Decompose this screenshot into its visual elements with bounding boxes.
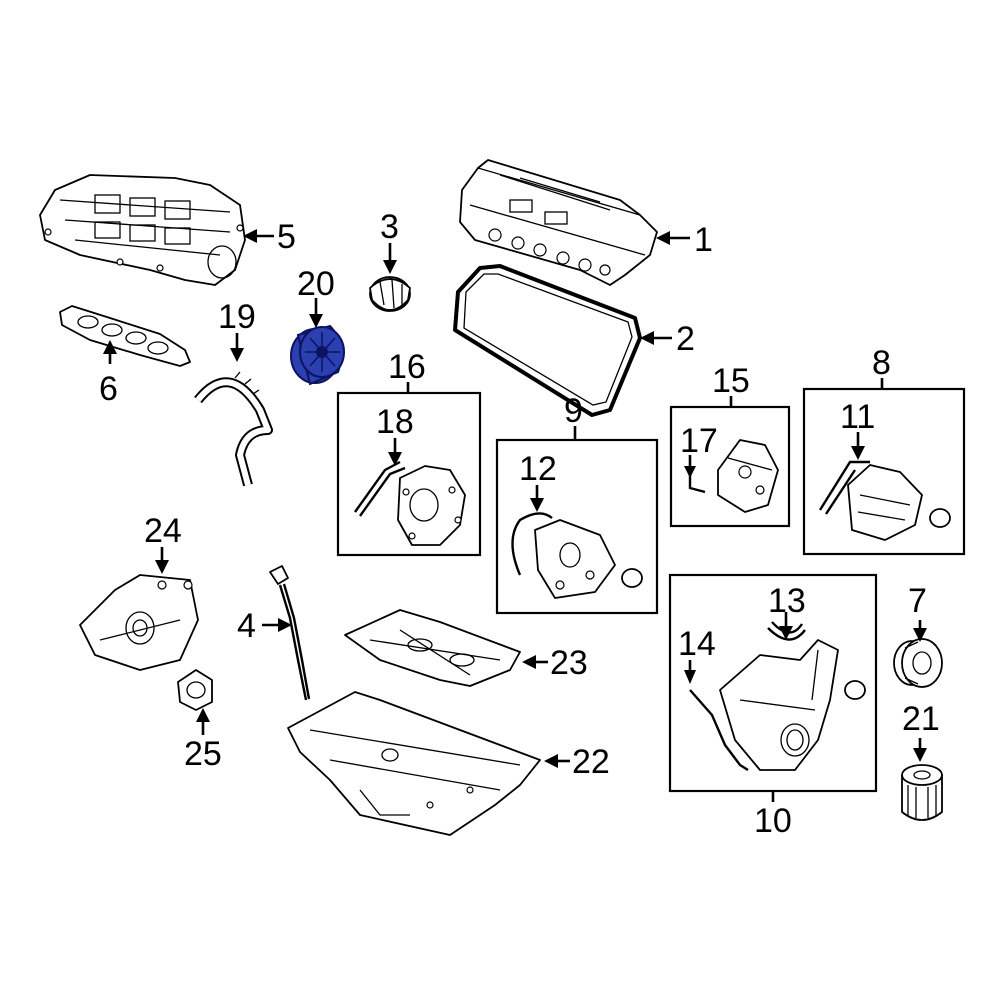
leader-20	[309, 298, 323, 328]
group-box-8	[802, 387, 966, 556]
callout-8: 8	[872, 344, 891, 382]
gasket-part-12[interactable]	[511, 512, 553, 576]
crank-pulley-part-7[interactable]	[893, 638, 943, 688]
callout-10: 10	[754, 802, 792, 840]
intake-manifold-part-5[interactable]	[39, 174, 246, 286]
callout-1: 1	[694, 221, 713, 259]
callout-17: 17	[680, 422, 718, 460]
leader-11	[851, 432, 865, 460]
intake-gasket-part-6[interactable]	[59, 305, 191, 367]
oil-filler-cap-part-3[interactable]	[369, 276, 411, 312]
leader-1	[656, 231, 690, 245]
callout-15: 15	[712, 362, 750, 400]
callout-3: 3	[380, 208, 399, 246]
callout-7: 7	[908, 582, 927, 620]
timing-cover-part-16[interactable]	[397, 465, 466, 546]
timing-cover-part-10[interactable]	[719, 639, 866, 771]
oil-filter-part-21[interactable]	[901, 764, 943, 821]
gasket-part-11[interactable]	[818, 460, 870, 515]
leader-25	[196, 708, 210, 735]
group-box-9	[495, 438, 659, 615]
callout-13: 13	[768, 582, 806, 620]
leader-18	[388, 438, 402, 466]
dipstick-part-4[interactable]	[269, 565, 311, 701]
leader-22	[544, 754, 570, 768]
callout-18: 18	[376, 403, 414, 441]
callout-16: 16	[388, 348, 426, 386]
callout-14: 14	[678, 625, 716, 663]
leader-3	[383, 243, 397, 274]
seal-part-14[interactable]	[689, 689, 749, 772]
callout-11: 11	[840, 398, 875, 436]
timing-cover-part-8[interactable]	[847, 464, 951, 541]
callout-12: 12	[519, 450, 557, 488]
timing-cover-part-9[interactable]	[534, 519, 643, 599]
leader-24	[155, 547, 169, 574]
leader-5	[243, 229, 274, 243]
valve-cover-gasket-part-2[interactable]	[453, 264, 642, 417]
callout-20: 20	[297, 265, 335, 303]
callout-21: 21	[902, 700, 940, 738]
callout-2: 2	[676, 320, 695, 358]
leader-4	[262, 618, 292, 632]
valve-cover-part-1[interactable]	[459, 159, 658, 286]
callout-19: 19	[218, 298, 256, 336]
leader-19	[230, 333, 244, 362]
leader-2	[640, 331, 672, 345]
callout-4: 4	[237, 607, 256, 645]
leader-14	[684, 660, 696, 684]
seal-part-18[interactable]	[354, 460, 406, 517]
callout-24: 24	[144, 512, 182, 550]
timing-belt-part-19[interactable]	[194, 371, 273, 487]
callout-23: 23	[550, 644, 588, 682]
leader-13	[779, 612, 793, 640]
leader-17	[684, 455, 696, 478]
baffle-plate-part-23[interactable]	[344, 609, 521, 687]
leader-12	[530, 485, 544, 512]
callout-25: 25	[184, 735, 222, 773]
oil-pan-part-22[interactable]	[287, 691, 541, 836]
callout-6: 6	[99, 370, 118, 408]
timing-cover-part-15[interactable]	[717, 439, 779, 513]
callout-9: 9	[564, 392, 583, 430]
leader-21	[913, 738, 927, 762]
leader-7	[913, 620, 927, 642]
oil-pump-part-24[interactable]	[79, 574, 199, 671]
callout-5: 5	[277, 218, 296, 256]
oil-strainer-part-25[interactable]	[177, 669, 213, 711]
leader-23	[522, 655, 548, 669]
idler-pulley-part-20-highlighted[interactable]	[290, 324, 345, 386]
callout-22: 22	[572, 743, 610, 781]
leader-6	[103, 340, 117, 364]
